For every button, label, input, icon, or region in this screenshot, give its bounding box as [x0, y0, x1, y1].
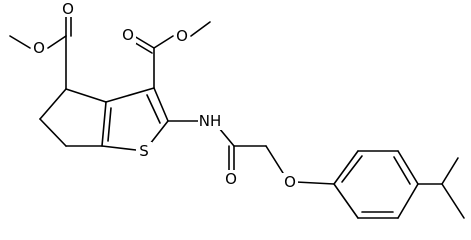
bond-C3a-C6a	[101, 101, 107, 147]
atom-amide-nitrogen: NH	[199, 112, 222, 130]
bond-ar1-ar2-inner	[341, 155, 363, 183]
bond-ar1-ar2	[333, 150, 359, 185]
atom-ester2-carbonyl-oxygen: O	[122, 26, 134, 44]
atom-ether-oxygen: O	[284, 173, 296, 191]
bond-C3a-C3	[105, 87, 155, 103]
bond-C2-S	[149, 120, 169, 145]
chemical-structure-diagram: O O O O NH S O O	[9, 0, 465, 219]
bond-CH-methyl-a	[441, 157, 459, 185]
bond-O-carbonylC1	[47, 35, 67, 49]
bond-layer	[9, 12, 465, 219]
bond-N-carbonylC3	[218, 127, 235, 147]
bond-CH-methyl-b	[441, 183, 465, 219]
bond-methyl1-O	[9, 35, 31, 49]
bond-C4-C5	[39, 88, 67, 120]
bond-CH2-Oether	[265, 145, 284, 174]
bond-C4-C3a	[65, 88, 107, 103]
bond-carbonylC2-O-double-a	[133, 35, 155, 49]
atom-ester1-methoxy-oxygen: O	[33, 39, 45, 57]
bond-C3-C2-b	[146, 94, 161, 124]
atom-ester1-carbonyl-oxygen: O	[62, 0, 74, 18]
bond-methyl2-O	[190, 21, 211, 37]
atom-ester2-methoxy-oxygen: O	[176, 27, 188, 45]
bond-C3-C2-a	[153, 87, 169, 122]
bond-O-carbonylC2	[153, 35, 174, 49]
atom-thiophene-sulfur: S	[139, 142, 149, 160]
atom-label-layer: O O O O NH S O O	[31, 0, 298, 191]
bond-C5-C6	[39, 118, 67, 147]
bond-ar6-ar1	[333, 183, 359, 219]
bond-S-C6a	[101, 145, 137, 151]
bond-ar4-ar5	[397, 183, 419, 219]
bond-ar3-ar4	[397, 150, 419, 185]
bond-Oether-arC1	[295, 181, 335, 185]
atom-amide-carbonyl-oxygen: O	[225, 170, 237, 188]
bond-C3a-C6a-inner	[107, 107, 112, 142]
bond-ar3-ar4-inner	[393, 156, 411, 185]
